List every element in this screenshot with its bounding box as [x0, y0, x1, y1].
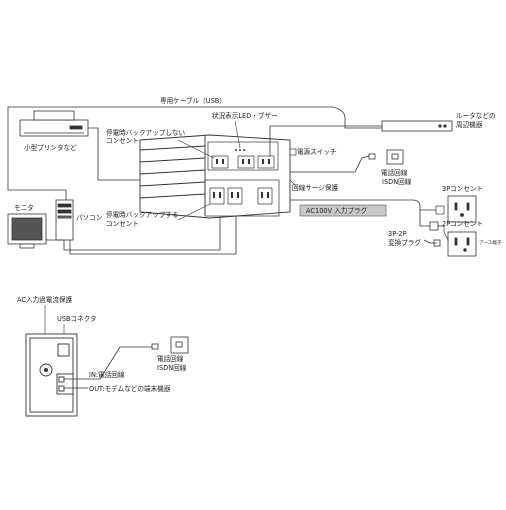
outlet-3p-icon [447, 195, 477, 223]
outlet-5 [227, 187, 243, 205]
pc-cable [69, 216, 237, 255]
ups-rear-panel [25, 333, 78, 417]
usb-connector-label: USBコネクタ [57, 314, 97, 323]
in-line-cable [64, 346, 152, 380]
usb-port [57, 343, 70, 357]
ac-input-plug-label: AC100V 入力プラグ [306, 206, 368, 215]
outlet-4 [209, 187, 225, 205]
isdn-line-label-2: ISDN回線 [157, 363, 187, 372]
outlet-2 [237, 155, 255, 169]
usb-cable-line [7, 106, 398, 200]
phone-line-label: 電話回線 [381, 168, 408, 177]
pc-label: パソコン [76, 214, 103, 222]
isdn-line-label: ISDN回線 [382, 177, 412, 186]
in-jack [58, 376, 65, 383]
conv-plug-label-1: 3P-2P [388, 230, 407, 238]
conv-plug-label-2: 変換プラグ [388, 238, 421, 247]
in-phone-line-label: IN:電話回線 [89, 370, 125, 379]
outlet-3p-label: 3Pコンセント [442, 185, 483, 193]
outlet-3 [257, 155, 275, 169]
ac-plug-cable [290, 199, 430, 227]
no-backup-outlet-group [207, 141, 279, 171]
power-switch-label: 電源スイッチ [297, 147, 337, 156]
router-label-2: 周辺機器 [456, 120, 483, 129]
out-jack [58, 385, 65, 392]
monitor-icon [7, 213, 47, 249]
no-backup-label-2: コンセント [106, 137, 139, 145]
out-terminal-label: OUT:モデムなどの端末機器 [89, 384, 171, 393]
router-icon [381, 120, 453, 132]
monitor-label: モニタ [14, 203, 34, 212]
phone-line-cable [290, 155, 370, 173]
line-surge-label: 回線サージ保護 [292, 183, 338, 192]
outlet-6 [257, 187, 273, 205]
outlet-2p-label: 2Pコンセント [442, 220, 483, 228]
status-led-label: 状況表示LED・ブザー [212, 111, 278, 120]
printer-icon [19, 110, 89, 137]
ups-body [139, 134, 291, 219]
pc-tower-icon [55, 199, 74, 241]
backup-label-1: 停電時バックアップする [106, 210, 179, 219]
usb-cable-label: 専用ケーブル（USB） [160, 96, 226, 105]
backup-label-2: コンセント [106, 220, 139, 228]
no-backup-label-1: 停電時バックアップしない [106, 128, 186, 137]
router-label-1: ルータなどの [456, 111, 496, 120]
conv-plug-icon [429, 221, 441, 247]
phone-jack-icon [368, 149, 404, 165]
ground-terminal-label: アース端子 [479, 239, 502, 246]
outlet-1 [211, 155, 229, 169]
status-led-icons [235, 149, 245, 151]
ac-input-plug-banner [299, 204, 387, 217]
printer-label: 小型プリンタなど [24, 143, 77, 152]
outlet-2p-icon [447, 231, 477, 257]
phone-jack-icon-2 [151, 336, 189, 354]
power-switch-icon [289, 148, 297, 156]
monitor-cable [46, 216, 221, 251]
backup-outlet-group [204, 179, 280, 217]
phone-line-label-2: 電話回線 [157, 354, 184, 363]
router-power-cable [269, 125, 382, 156]
ac-overcurrent-label: AC入力過電流保護 [17, 295, 73, 304]
